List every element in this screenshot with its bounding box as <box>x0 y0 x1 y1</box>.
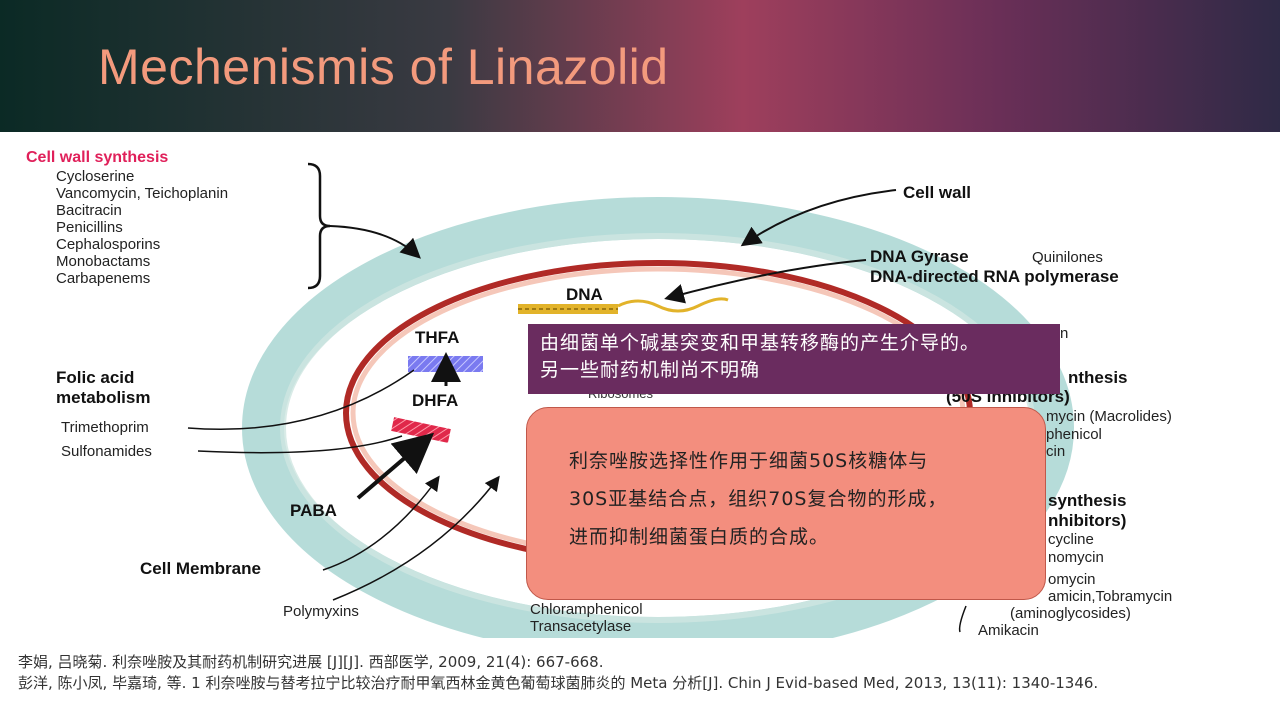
references: 李娟, 吕晓菊. 利奈唑胺及其耐药机制研究进展 [J][J]. 西部医学, 20… <box>18 652 1268 694</box>
cell-membrane-label: Cell Membrane <box>140 559 261 578</box>
chloramphenicol-label: Chloramphenicol <box>530 601 643 618</box>
callout-top-line-1: 由细菌单个碱基突变和甲基转移酶的产生介导的。 <box>540 332 981 354</box>
paba-label: PABA <box>290 501 337 520</box>
callout-main-line-1: 利奈唑胺选择性作用于细菌50S核糖体与 <box>569 450 929 472</box>
callout-main-line-3: 进而抑制细菌蛋白质的合成。 <box>569 526 830 548</box>
drug-penicillins: Penicillins <box>56 219 123 236</box>
callout-top-line-2: 另一些耐药机制尚不明确 <box>540 359 761 381</box>
partial-label-cycline: cycline <box>1048 531 1094 548</box>
sulfonamides-label: Sulfonamides <box>61 443 152 460</box>
partial-label-n: n <box>1060 325 1068 342</box>
cell-wall-synthesis-heading: Cell wall synthesis <box>26 149 168 166</box>
partial-label-macrolides: mycin (Macrolides) <box>1046 408 1172 425</box>
trimethoprim-label: Trimethoprim <box>61 419 149 436</box>
slide-title: Mechenismis of Linazolid <box>98 39 669 95</box>
reference-1: 李娟, 吕晓菊. 利奈唑胺及其耐药机制研究进展 [J][J]. 西部医学, 20… <box>18 653 604 671</box>
dna-label: DNA <box>566 285 603 304</box>
quinilones-label: Quinilones <box>1032 249 1103 266</box>
drug-bacitracin: Bacitracin <box>56 202 122 219</box>
drug-cycloserine: Cycloserine <box>56 168 134 185</box>
resistance-mechanism-callout: 由细菌单个碱基突变和甲基转移酶的产生介导的。 另一些耐药机制尚不明确 <box>528 324 1060 394</box>
partial-label-nthesis: nthesis <box>1068 368 1128 387</box>
partial-label-cin: cin <box>1046 443 1065 460</box>
folic-acid-label: Folic acid <box>56 368 134 387</box>
partial-label-phenicol: phenicol <box>1046 426 1102 443</box>
drug-carbapenems: Carbapenems <box>56 270 150 287</box>
aminoglycosides-label: (aminoglycosides) <box>1010 605 1131 622</box>
polymyxins-label: Polymyxins <box>283 603 359 620</box>
dhfa-inhibitor-bar <box>391 417 451 443</box>
partial-label-nomycin: nomycin <box>1048 549 1104 566</box>
arrow-cell-wall <box>740 189 897 247</box>
title-banner: Mechenismis of Linazolid <box>0 0 1280 132</box>
arrow-dna-gyrase <box>664 259 867 304</box>
drug-cephalosporins: Cephalosporins <box>56 236 160 253</box>
transacetylase-label: Transacetylase <box>530 618 631 635</box>
linezolid-action-callout: 利奈唑胺选择性作用于细菌50S核糖体与 30S亚基结合点，组织70S复合物的形成… <box>526 407 1046 600</box>
metabolism-label: metabolism <box>56 388 150 407</box>
callout-main-line-2: 30S亚基结合点，组织70S复合物的形成， <box>569 488 948 510</box>
thfa-label: THFA <box>415 328 459 347</box>
arrow-polymyxins <box>332 475 500 601</box>
dna-gyrase-label: DNA Gyrase <box>870 247 969 266</box>
partial-label-inhibitors: nhibitors) <box>1048 511 1126 530</box>
partial-label-omycin: omycin <box>1048 571 1096 588</box>
amikacin-label: Amikacin <box>978 622 1039 638</box>
arrow-cell-wall-synthesis <box>329 225 421 259</box>
arrow-trimethoprim <box>187 369 415 431</box>
partial-label-tobramycin: amicin,Tobramycin <box>1048 588 1172 605</box>
cell-wall-label: Cell wall <box>903 183 971 202</box>
drug-vancomycin: Vancomycin, Teichoplanin <box>56 185 228 202</box>
partial-label-synthesis: synthesis <box>1048 491 1126 510</box>
rna-polymerase-label: DNA-directed RNA polymerase <box>870 267 1119 286</box>
arrow-paba-dhfa <box>356 432 435 500</box>
arrow-sulfonamides <box>197 435 403 454</box>
dhfa-label: DHFA <box>412 391 458 410</box>
arrow-cell-membrane <box>322 475 440 571</box>
drug-monobactams: Monobactams <box>56 253 150 270</box>
reference-2: 彭洋, 陈小凤, 毕嘉琦, 等. 1 利奈唑胺与替考拉宁比较治疗耐甲氧西林金黄色… <box>18 674 1099 692</box>
